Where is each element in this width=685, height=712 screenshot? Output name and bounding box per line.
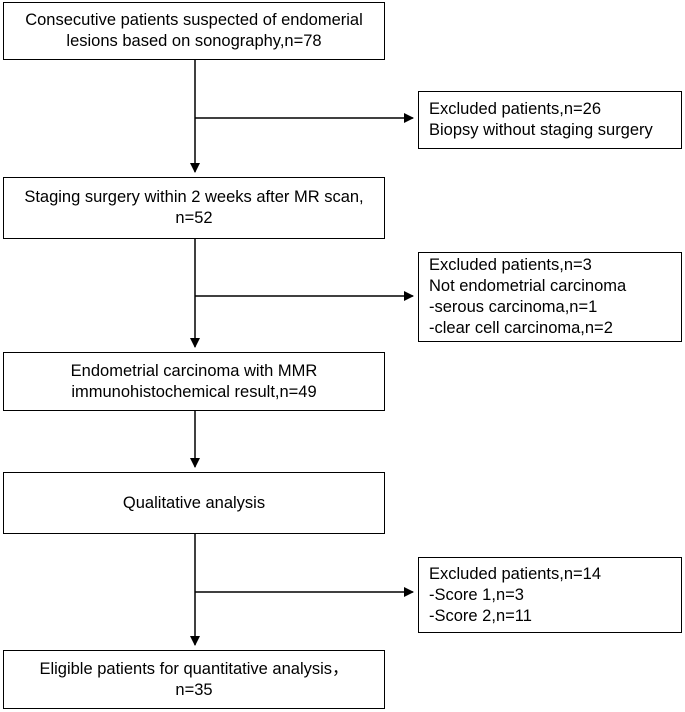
box-excluded3-line-1: Excluded patients,n=14 xyxy=(429,564,602,583)
box-consecutive-line-2: lesions based on sonography,n=78 xyxy=(66,32,322,50)
box-staging-line-2: n=52 xyxy=(175,209,213,227)
box-excluded2-line-1: Excluded patients,n=3 xyxy=(429,256,592,274)
box-eligible-line-2: n=35 xyxy=(175,680,213,699)
box-excluded3-line-3: -Score 2,n=11 xyxy=(429,606,532,625)
box-consecutive-line-1: Consecutive patients suspected of endome… xyxy=(25,11,363,29)
box-endometrial-line-1: Endometrial carcinoma with MMR xyxy=(70,361,318,380)
box-excluded2-line-3: -serous carcinoma,n=1 xyxy=(429,298,598,316)
box-staging-surgery: Staging surgery within 2 weeks after MR … xyxy=(3,177,385,239)
box-consecutive-patients: Consecutive patients suspected of endome… xyxy=(3,2,385,60)
box-eligible-line-1: Eligible patients for quantitative analy… xyxy=(39,659,349,678)
box-excluded-biopsy: Excluded patients,n=26 Biopsy without st… xyxy=(418,91,682,149)
box-qualitative-line-1: Qualitative analysis xyxy=(122,493,266,512)
box-excluded1-line-2: Biopsy without staging surgery xyxy=(429,121,653,139)
box-excluded2-line-4: -clear cell carcinoma,n=2 xyxy=(429,319,613,337)
box-excluded-score: Excluded patients,n=14 -Score 1,n=3 -Sco… xyxy=(418,557,682,633)
box-excluded1-line-1: Excluded patients,n=26 xyxy=(429,100,602,118)
box-staging-line-1: Staging surgery within 2 weeks after MR … xyxy=(24,188,364,206)
box-excluded2-line-2: Not endometrial carcinoma xyxy=(429,277,627,295)
box-qualitative-analysis: Qualitative analysis xyxy=(3,472,385,534)
box-endometrial-line-2: immunohistochemical result,n=49 xyxy=(71,382,317,401)
box-eligible-patients: Eligible patients for quantitative analy… xyxy=(3,650,385,709)
box-endometrial-carcinoma: Endometrial carcinoma with MMR immunohis… xyxy=(3,352,385,411)
box-excluded-not-endometrial: Excluded patients,n=3 Not endometrial ca… xyxy=(418,252,682,342)
box-excluded3-line-2: -Score 1,n=3 xyxy=(429,585,524,604)
